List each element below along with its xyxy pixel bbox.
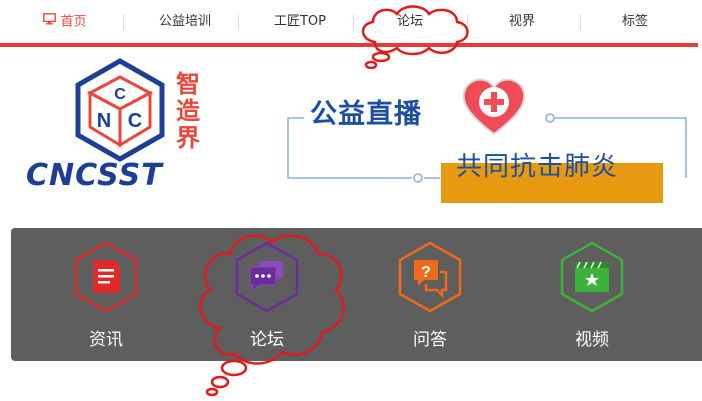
- banner-subtitle: 共同抗击肺炎: [456, 152, 619, 182]
- nav-divider: [123, 14, 124, 30]
- feature-label: 视频: [575, 330, 609, 350]
- nav-label: 视界: [508, 14, 535, 29]
- nav-divider: [353, 14, 354, 30]
- logo-wordmark: CNCSST: [26, 158, 163, 193]
- nav-item-vision[interactable]: 视界: [492, 0, 552, 44]
- feature-label: 问答: [413, 330, 447, 350]
- cube-logo-icon: C N C: [75, 58, 165, 162]
- banner-highlight-bar: [441, 163, 663, 203]
- nav-label: 公益培训: [158, 14, 211, 29]
- feature-label: 论坛: [250, 330, 284, 350]
- nav-label: 工匠TOP: [273, 14, 326, 29]
- nav-item-tags[interactable]: 标签: [605, 0, 665, 44]
- logo-letter: C: [128, 110, 142, 132]
- heart-plus-icon: [462, 78, 526, 136]
- feature-news[interactable]: 资讯: [66, 240, 146, 350]
- nav-divider: [580, 14, 581, 30]
- nav-label: 首页: [60, 14, 87, 30]
- logo-letter: N: [97, 110, 111, 132]
- video-icon: [560, 241, 624, 313]
- nav-item-home[interactable]: 首页: [30, 0, 100, 44]
- nav-label: 标签: [621, 14, 648, 29]
- news-icon: [74, 241, 138, 313]
- nav-divider: [238, 14, 239, 30]
- nav-divider: [467, 14, 468, 30]
- logo-cn-text: 智造界: [176, 70, 200, 152]
- top-nav: 首页 公益培训 工匠TOP 论坛 视界 标签: [0, 0, 702, 47]
- nav-item-forum[interactable]: 论坛: [380, 0, 440, 44]
- nav-item-craftsman-top[interactable]: 工匠TOP: [255, 0, 345, 44]
- banner-title: 公益直播: [310, 99, 422, 130]
- feature-forum[interactable]: 论坛: [227, 240, 307, 350]
- chat-icon: [235, 241, 299, 313]
- feature-video[interactable]: 视频: [552, 240, 632, 350]
- feature-qa[interactable]: ? 问答: [390, 240, 470, 350]
- live-banner[interactable]: [282, 62, 702, 212]
- site-logo[interactable]: C N C 智造界: [30, 55, 230, 215]
- banner-frame: [287, 113, 687, 183]
- nav-item-training[interactable]: 公益培训: [140, 0, 230, 44]
- monitor-icon: [43, 0, 57, 44]
- nav-active-underline: [0, 43, 698, 47]
- feature-label: 资讯: [89, 330, 123, 350]
- logo-letter: C: [114, 86, 126, 103]
- question-icon: ?: [398, 241, 462, 313]
- svg-text:?: ?: [421, 264, 431, 281]
- feature-panel: [11, 228, 702, 361]
- nav-label: 论坛: [396, 14, 423, 29]
